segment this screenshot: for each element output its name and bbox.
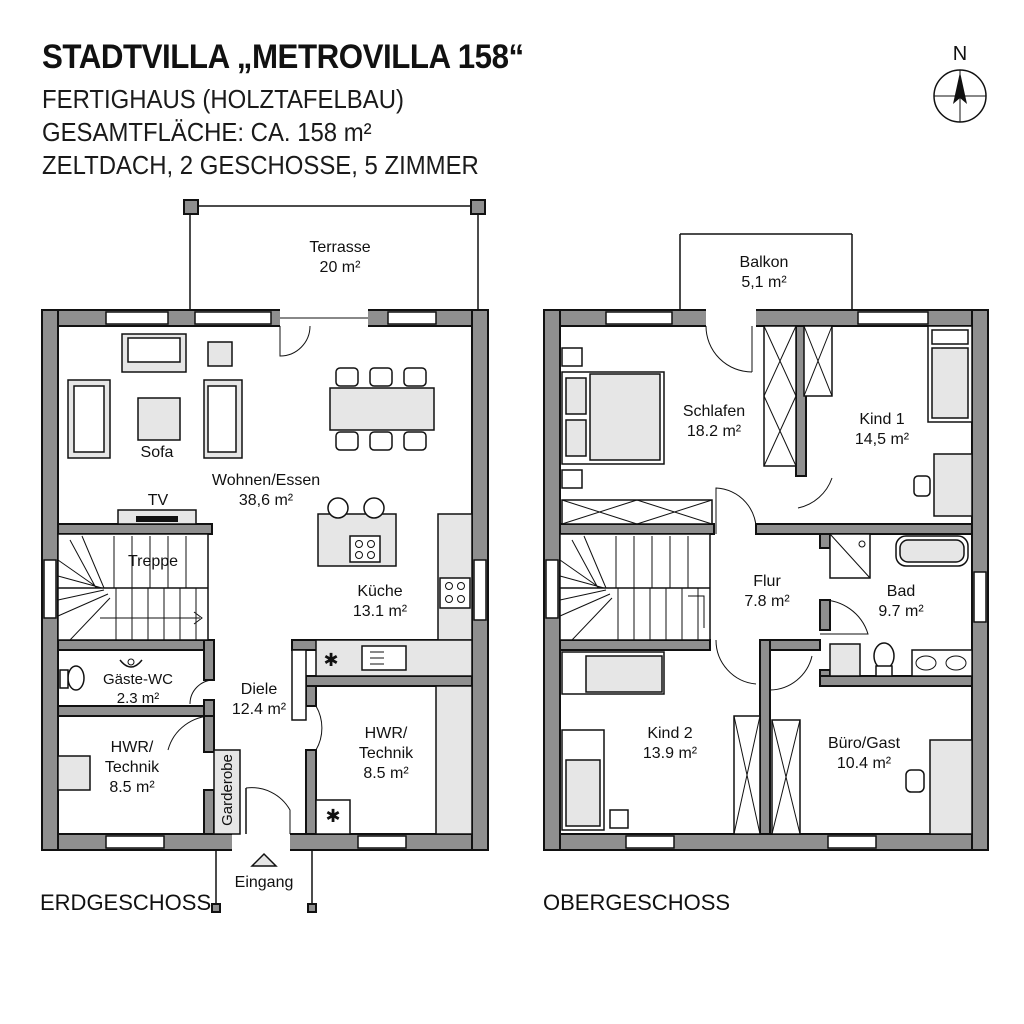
utility-left-area: 8.5 m² <box>109 779 155 796</box>
compass-north-label: N <box>953 43 967 65</box>
balcony-area: 5,1 m² <box>741 274 787 291</box>
bathroom-fixtures <box>829 533 973 677</box>
sofa-label: Sofa <box>141 444 174 461</box>
hall-fixtures <box>167 705 323 835</box>
hall-area: 12.4 m² <box>232 701 287 718</box>
kitchen-island <box>317 497 397 567</box>
roof-floors-rooms: ZELTDACH, 2 GESCHOSSE, 5 ZIMMER <box>42 150 479 180</box>
kitchen-counter: ✱ <box>315 513 473 677</box>
upper-floor-plan: Balkon 5,1 m² Schlafen 18.2 m² Kind 1 14… <box>543 233 989 915</box>
wardrobe-label: Garderobe <box>219 754 236 826</box>
utility-right-area: 8.5 m² <box>363 765 409 782</box>
bedroom-area: 18.2 m² <box>687 423 742 440</box>
stairs-label: Treppe <box>128 553 178 570</box>
upper-hall-doors <box>715 487 869 691</box>
child1-furniture <box>797 325 973 517</box>
child1-label: Kind 1 <box>859 411 904 428</box>
svg-text:✱: ✱ <box>323 650 338 670</box>
child1-area: 14,5 m² <box>855 431 910 448</box>
guest-wc-fixtures <box>59 658 215 705</box>
child2-label: Kind 2 <box>647 725 692 742</box>
balcony-label: Balkon <box>740 254 789 271</box>
tv-label: TV <box>148 492 169 509</box>
bedroom-label: Schlafen <box>683 403 745 420</box>
kitchen-label: Küche <box>357 583 402 600</box>
terrace <box>183 199 486 310</box>
svg-text:✱: ✱ <box>325 806 340 826</box>
living-room-label: Wohnen/Essen <box>212 472 320 489</box>
total-area: GESAMTFLÄCHE: CA. 158 m² <box>42 117 372 147</box>
office-area: 10.4 m² <box>837 755 892 772</box>
ground-floor-plan: ✱ <box>40 199 489 915</box>
hall-label: Diele <box>241 681 278 698</box>
bath-area: 9.7 m² <box>878 603 924 620</box>
upper-floor-staircase <box>559 533 711 641</box>
dining-table <box>329 367 435 451</box>
entrance-porch <box>211 850 317 913</box>
office-furniture <box>905 739 973 835</box>
utility-right-label-1: HWR/ <box>365 725 408 742</box>
upper-hall-area: 7.8 m² <box>744 593 790 610</box>
living-room-area: 38,6 m² <box>239 492 294 509</box>
entrance-label: Eingang <box>235 874 294 891</box>
ground-floor-staircase <box>57 533 209 641</box>
plan-title: STADTVILLA „METROVILLA 158“ <box>42 38 524 76</box>
house-type: FERTIGHAUS (HOLZTAFELBAU) <box>42 84 404 114</box>
child2-furniture <box>561 651 665 831</box>
utility-right-label-2: Technik <box>359 745 414 762</box>
ground-floor-outer-walls <box>41 309 489 851</box>
upper-floor-label: OBERGESCHOSS <box>543 890 730 915</box>
master-bed <box>561 347 665 489</box>
terrace-area: 20 m² <box>320 259 362 276</box>
guest-wc-label: Gäste-WC <box>103 671 173 688</box>
utility-left-label-1: HWR/ <box>111 739 154 756</box>
utility-room-fixtures: ✱ <box>57 685 473 835</box>
living-room-furniture <box>67 333 243 525</box>
kitchen-area: 13.1 m² <box>353 603 408 620</box>
utility-left-label-2: Technik <box>105 759 160 776</box>
guest-wc-area: 2.3 m² <box>117 690 160 707</box>
north-compass-icon: N <box>933 43 987 123</box>
terrace-label: Terrasse <box>309 239 370 256</box>
upper-hall-label: Flur <box>753 573 781 590</box>
child2-area: 13.9 m² <box>643 745 698 762</box>
wardrobes <box>561 325 833 835</box>
bath-label: Bad <box>887 583 915 600</box>
office-label: Büro/Gast <box>828 735 901 752</box>
balcony <box>679 233 853 310</box>
ground-floor-label: ERDGESCHOSS <box>40 890 211 915</box>
